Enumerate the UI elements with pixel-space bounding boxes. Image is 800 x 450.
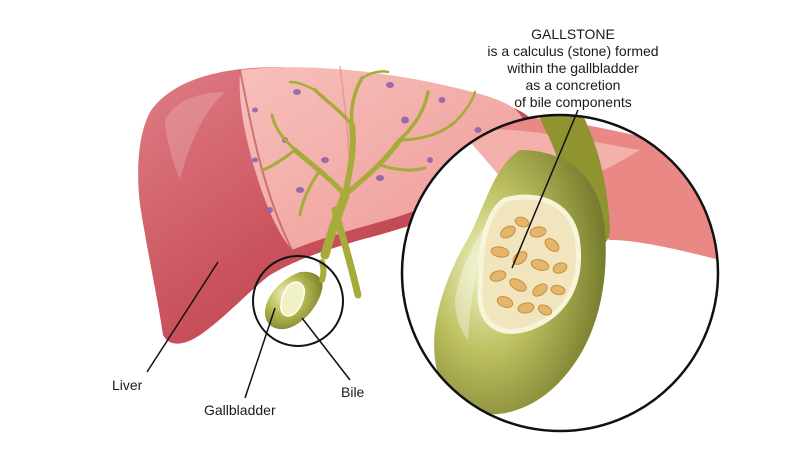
gallstone-callout: GALLSTONE is a calculus (stone) formed w…: [478, 26, 668, 111]
callout-line: is a calculus (stone) formed: [487, 43, 659, 59]
callout-line: as a concretion: [525, 77, 621, 93]
callout-line: of bile components: [514, 94, 632, 110]
zoomed-gallbladder: [400, 113, 720, 433]
callout-title: GALLSTONE: [531, 26, 615, 42]
leader-lines: [146, 109, 579, 399]
gallstones: [489, 216, 568, 316]
callout-line: within the gallbladder: [507, 60, 639, 76]
liver-label: Liver: [112, 377, 143, 393]
bile-ducts: [260, 70, 477, 299]
small-magnifier-circle: [252, 255, 344, 347]
gallbladder-label: Gallbladder: [204, 402, 276, 418]
bile-label: Bile: [341, 384, 365, 400]
